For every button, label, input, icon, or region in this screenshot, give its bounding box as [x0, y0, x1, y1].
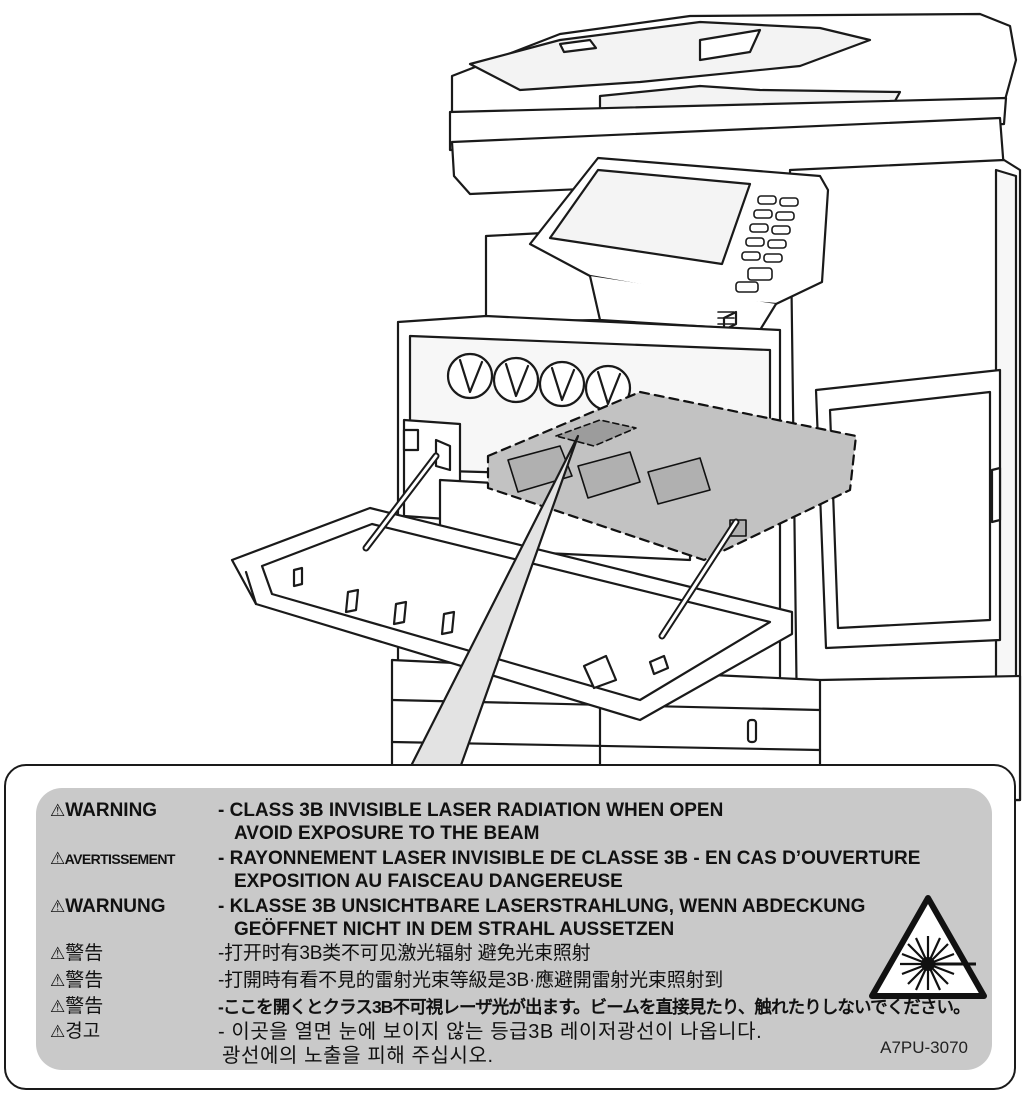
warning-triangle-icon: ⚠	[50, 897, 66, 916]
warning-triangle-icon: ⚠	[50, 801, 66, 820]
warning-triangle-icon: ⚠	[50, 1022, 66, 1041]
label-text-en: - CLASS 3B INVISIBLE LASER RADIATION WHE…	[218, 800, 724, 821]
label-text-ko-cont: 광선에의 노출을 피해 주십시오.	[222, 1045, 494, 1067]
label-text-fr-cont: EXPOSITION AU FAISCEAU DANGEREUSE	[234, 871, 623, 892]
label-text-ko: - 이곳을 열면 눈에 보이지 않는 등급3B 레이저광선이 나옵니다.	[218, 1021, 763, 1043]
warning-triangle-icon: ⚠	[50, 849, 65, 868]
warning-triangle-icon: ⚠	[50, 997, 66, 1016]
touch-screen	[548, 168, 752, 266]
label-text-de: - KLASSE 3B UNSICHTBARE LASERSTRAHLUNG, …	[218, 896, 866, 917]
label-language-fr: ⚠AVERTISSEMENT	[50, 849, 175, 868]
label-text-zh-cn: -打开时有3B类不可见激光辐射 避免光束照射	[218, 943, 591, 964]
model-code: A7PU-3070	[880, 1038, 968, 1057]
label-text-ja: -ここを開くとクラス3B不可視レーザ光が出ます。ビームを直接見たり、触れたりしな…	[218, 997, 971, 1017]
label-language-ko: ⚠경고	[50, 1021, 101, 1042]
label-text-zh-tw: -打開時有看不見的雷射光束等級是3B·應避開雷射光束照射到	[218, 970, 724, 991]
label-language-de: ⚠WARNUNG	[50, 896, 166, 917]
feeder-tray	[468, 20, 872, 92]
label-text-de-cont: GEÖFFNET NICHT IN DEM STRAHL AUSSETZEN	[234, 919, 675, 940]
label-language-en: ⚠WARNING	[50, 800, 158, 821]
label-language-zh-tw: ⚠警告	[50, 970, 104, 991]
label-text-en-cont: AVOID EXPOSURE TO THE BEAM	[234, 823, 540, 844]
warning-triangle-icon: ⚠	[50, 944, 66, 963]
label-language-zh-cn: ⚠警告	[50, 943, 104, 964]
label-language-ja: ⚠警告	[50, 996, 104, 1017]
label-text-fr: - RAYONNEMENT LASER INVISIBLE DE CLASSE …	[218, 848, 921, 869]
label-background: ⚠WARNING - CLASS 3B INVISIBLE LASER RADI…	[36, 788, 992, 1070]
toner-cartridges	[446, 352, 632, 412]
laser-radiation-icon	[869, 895, 987, 999]
warning-triangle-icon: ⚠	[50, 971, 66, 990]
laser-warning-label: ⚠WARNING - CLASS 3B INVISIBLE LASER RADI…	[4, 764, 1016, 1090]
